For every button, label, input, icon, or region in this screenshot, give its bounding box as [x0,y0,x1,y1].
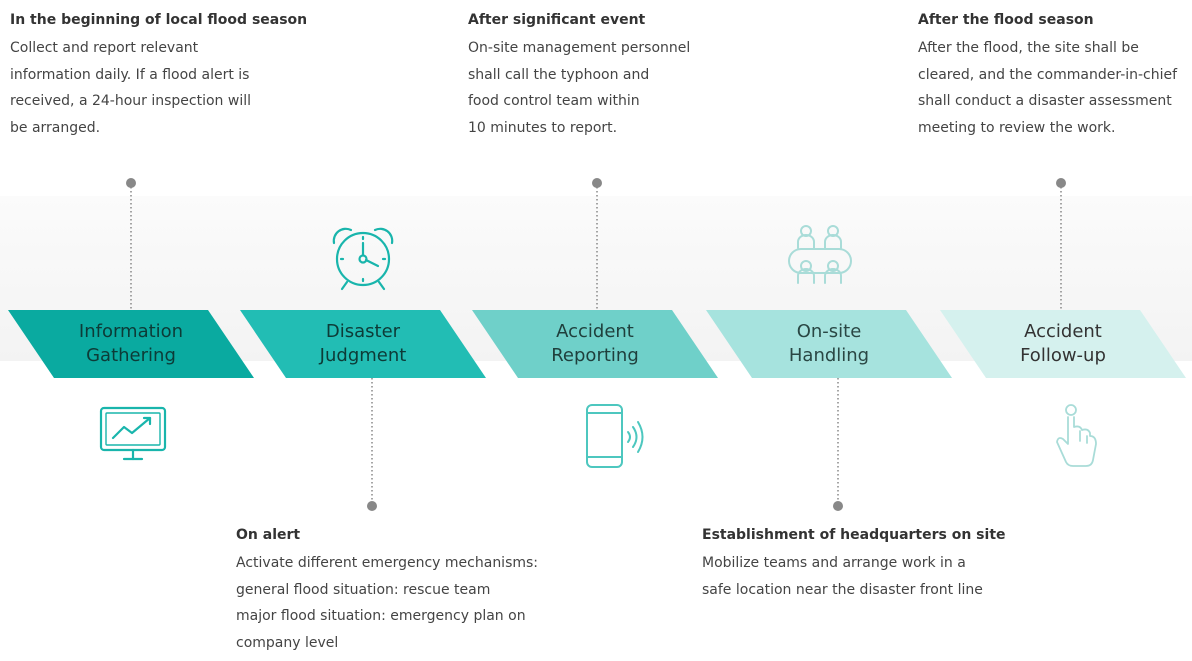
connector-flood-season-end [1056,178,1066,310]
phone-calling-icon [586,404,644,468]
step-shape-accident-reporting [472,310,718,378]
step-accident-reporting: Accident Reporting [551,321,639,366]
monitor-chart-icon [99,406,167,461]
note-flood-season-end: After the flood season After the flood, … [918,11,1177,141]
note-body: On-site management personnel shall call … [468,40,691,136]
step-shape-disaster-judgment [240,310,486,378]
step-on-site-handling: On-site Handling [788,321,870,366]
alarm-clock-icon [332,227,394,291]
note-on-alert: On alert Activate different emergency me… [236,526,538,656]
note-headquarters: Establishment of headquarters on site Mo… [702,526,1006,603]
note-title: After the flood season [918,12,1094,28]
note-body: Collect and report relevant information … [10,40,252,136]
note-body: After the flood, the site shall be clear… [918,40,1178,136]
step-disaster-judgment: Disaster Judgment [319,321,407,366]
step-accident-follow-up: Accident Follow-up [1020,321,1106,366]
tap-finger-icon [1056,404,1097,467]
note-flood-season-start: In the beginning of local flood season C… [10,11,307,141]
note-title: Establishment of headquarters on site [702,527,1006,543]
step-information-gathering: Information Gathering [78,321,184,366]
connector-flood-season-start [126,178,136,310]
note-significant-event: After significant event On-site manageme… [468,11,690,141]
note-title: In the beginning of local flood season [10,12,308,28]
step-shape-on-site-handling [706,310,952,378]
connector-headquarters [833,378,843,511]
note-body: Mobilize teams and arrange work in a saf… [702,555,983,598]
note-title: After significant event [468,12,646,28]
connector-on-alert [367,378,377,511]
meeting-table-icon [788,225,852,284]
note-title: On alert [236,527,301,543]
step-shape-accident-follow-up [940,310,1186,378]
connector-significant-event [592,178,602,310]
note-body: Activate different emergency mechanisms:… [236,555,539,651]
step-shape-information-gathering [8,310,254,378]
